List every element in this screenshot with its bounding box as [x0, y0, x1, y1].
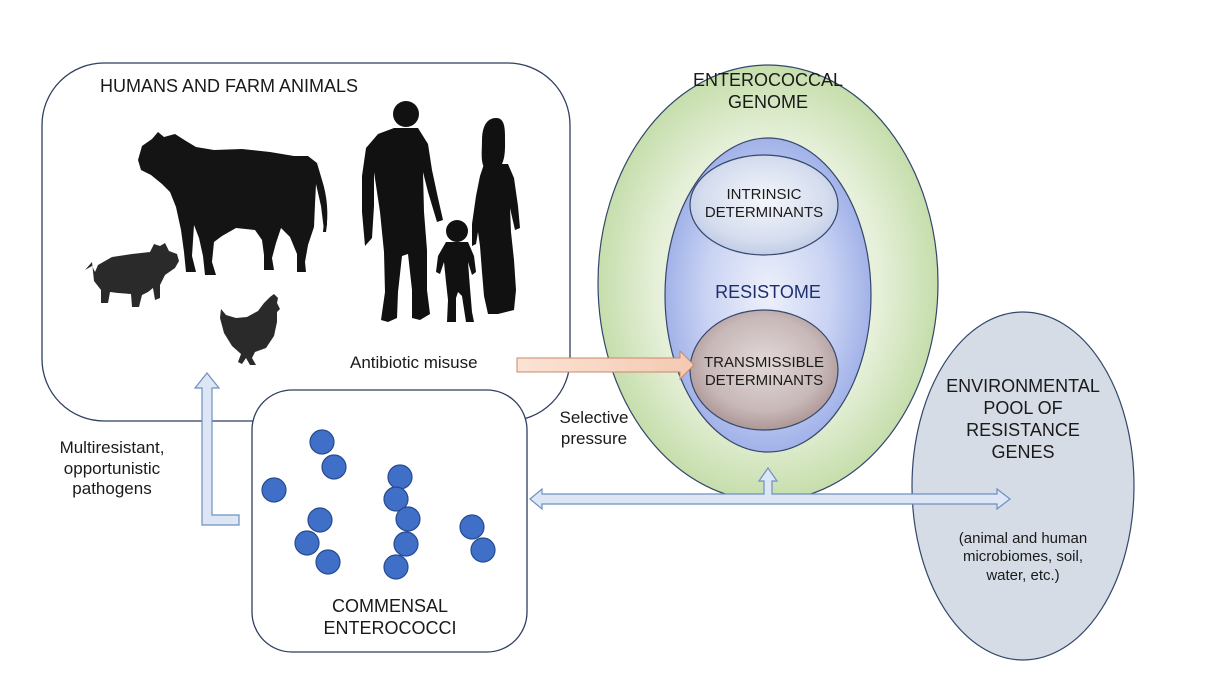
enterococcus-cell	[309, 429, 335, 455]
env-line2: POOL OF	[983, 397, 1063, 418]
enterococcus-cell	[294, 530, 320, 556]
enterococcus-cell	[307, 507, 333, 533]
enterococcus-cell	[321, 454, 347, 480]
enterococcus-cell	[383, 486, 409, 512]
enterococci-cells	[261, 429, 496, 580]
transmissible-determinants-ellipse	[689, 309, 839, 431]
env-line4: GENES	[991, 441, 1055, 462]
env-sub3: water, etc.)	[986, 566, 1060, 584]
child-silhouette-icon	[436, 220, 476, 322]
transmissible-determinants-label: TRANSMISSIBLE DETERMINANTS	[690, 354, 838, 391]
resistome-label: RESISTOME	[715, 282, 821, 302]
pathogen-elbow-arrow	[193, 372, 240, 526]
environmental-pool-label: ENVIRONMENTAL POOL OF RESISTANCE GENES	[933, 376, 1113, 464]
intrinsic-line1: INTRINSIC	[726, 186, 802, 203]
humans-animals-title: HUMANS AND FARM ANIMALS	[100, 76, 359, 96]
enterococcus-cell	[387, 464, 413, 490]
transmissible-line1: TRANSMISSIBLE	[703, 354, 825, 371]
commensal-line1: COMMENSAL	[331, 596, 448, 616]
env-line1: ENVIRONMENTAL	[946, 376, 1100, 396]
genome-title-line2: GENOME	[727, 91, 808, 112]
pig-silhouette-icon	[85, 243, 179, 307]
enterococcus-cell	[395, 506, 421, 532]
enterococcus-cell	[383, 554, 409, 580]
commensal-line2: ENTEROCOCCI	[323, 617, 457, 638]
selective-line1: Selective	[559, 408, 629, 427]
selective-line2: pressure	[560, 428, 628, 448]
intrinsic-determinants-ellipse	[689, 154, 839, 256]
env-sub1: (animal and human	[958, 530, 1088, 547]
multi-line3: pathogens	[72, 479, 152, 499]
environmental-pool-ellipse	[911, 311, 1135, 661]
enterococcus-cell	[459, 514, 485, 540]
commensal-enterococci-label: COMMENSAL ENTEROCOCCI	[290, 596, 490, 640]
hen-silhouette-icon	[220, 294, 280, 365]
selective-pressure-label: Selective pressure	[548, 408, 640, 449]
enterococcus-cell	[470, 537, 496, 563]
enterococcus-cell	[315, 549, 341, 575]
environmental-pool-examples: (animal and human microbiomes, soil, wat…	[938, 530, 1108, 585]
antibiotic-misuse-arrow	[516, 349, 695, 381]
transmissible-line2: DETERMINANTS	[704, 372, 824, 390]
multiresistant-pathogens-label: Multiresistant, opportunistic pathogens	[38, 438, 186, 500]
man-silhouette-icon	[362, 101, 443, 322]
intrinsic-line2: DETERMINANTS	[704, 204, 824, 222]
exchange-double-arrow	[529, 466, 1011, 511]
cow-silhouette-icon	[138, 132, 328, 275]
enterococcus-cell	[261, 477, 287, 503]
genome-title-line1: ENTEROCOCCAL	[692, 70, 844, 90]
antibiotic-misuse-label: Antibiotic misuse	[350, 353, 478, 372]
multi-line1: Multiresistant,	[59, 438, 165, 457]
genome-title: ENTEROCOCCAL GENOME	[668, 70, 868, 114]
intrinsic-determinants-label: INTRINSIC DETERMINANTS	[690, 186, 838, 223]
woman-silhouette-icon	[472, 118, 520, 314]
commensal-enterococci-box	[251, 389, 528, 653]
env-line3: RESISTANCE	[966, 419, 1080, 440]
env-sub2: microbiomes, soil,	[962, 548, 1084, 566]
multi-line2: opportunistic	[63, 458, 161, 478]
enterococcus-cell	[393, 531, 419, 557]
